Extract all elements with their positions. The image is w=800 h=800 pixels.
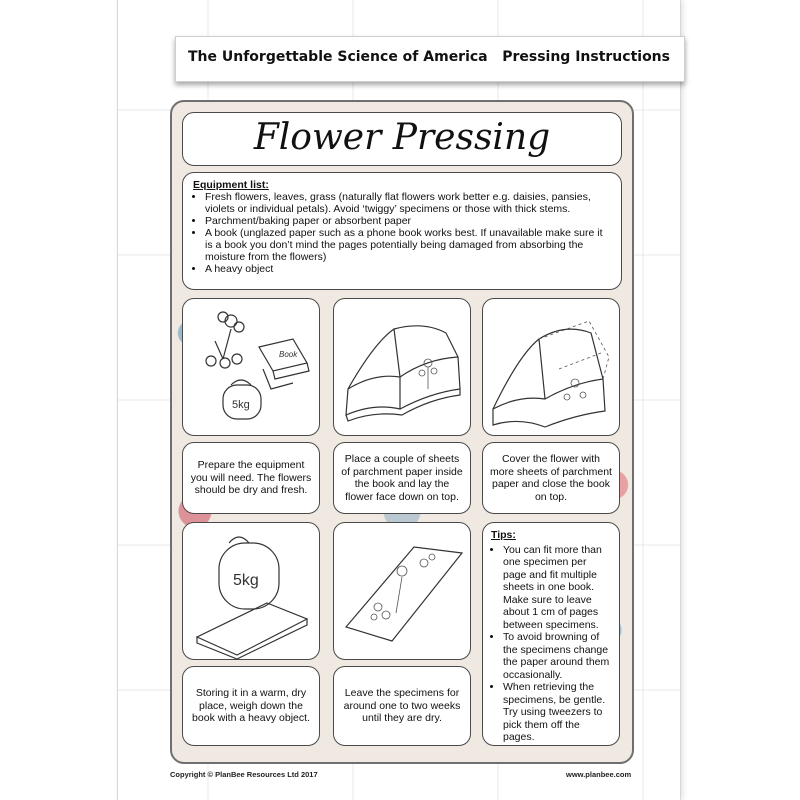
step-3-caption-box: Cover the flower with more sheets of par…	[482, 442, 620, 514]
tips-box: Tips: You can fit more than one specimen…	[482, 522, 620, 746]
page-title: Flower Pressing	[253, 117, 551, 158]
step-3-image-box	[482, 298, 620, 436]
equipment-list-box: Equipment list: Fresh flowers, leaves, g…	[182, 172, 622, 290]
equipment-heading: Equipment list:	[193, 179, 269, 191]
pressed-flowers-illustration	[344, 546, 464, 642]
open-book-with-flower-illustration	[345, 325, 461, 422]
copyright-text: Copyright © PlanBee Resources Ltd 2017	[170, 770, 318, 779]
closing-book-illustration	[492, 320, 610, 428]
step-4-caption: Storing it in a warm, dry place, weigh d…	[192, 687, 310, 725]
weight-label: 5kg	[233, 572, 259, 589]
step-2-caption: Place a couple of sheets of parchment pa…	[341, 453, 463, 503]
step-4-image-box: 5kg	[182, 522, 320, 660]
step-5-caption: Leave the specimens for around one to tw…	[343, 687, 461, 725]
weighted-book-illustration: 5kg	[195, 536, 309, 660]
tip-item: When retrieving the specimens, be gentle…	[503, 681, 611, 744]
equipment-item: Parchment/baking paper or absorbent pape…	[205, 215, 611, 227]
page-header: The Unforgettable Science of America Pre…	[175, 36, 685, 82]
tip-item: You can fit more than one specimen per p…	[503, 544, 611, 632]
step-2-image-box	[333, 298, 471, 436]
website-text: www.planbee.com	[566, 770, 632, 779]
tip-item: To avoid browning of the specimens chang…	[503, 631, 611, 681]
book-label: Book	[279, 350, 298, 359]
step-4-caption-box: Storing it in a warm, dry place, weigh d…	[182, 666, 320, 746]
equipment-list: Fresh flowers, leaves, grass (naturally …	[193, 191, 611, 275]
equipment-item: A book (unglazed paper such as a phone b…	[205, 227, 611, 263]
step-3-caption: Cover the flower with more sheets of par…	[490, 453, 612, 503]
step-2-caption-box: Place a couple of sheets of parchment pa…	[333, 442, 471, 514]
step-1-caption-box: Prepare the equipment you will need. The…	[182, 442, 320, 514]
step-1-image-box: Book 5kg	[182, 298, 320, 436]
equipment-item: Fresh flowers, leaves, grass (naturally …	[205, 191, 611, 215]
header-left-title: The Unforgettable Science of America	[188, 49, 488, 65]
tips-heading: Tips:	[491, 529, 516, 541]
content-panel: Flower Pressing Equipment list: Fresh fl…	[170, 100, 634, 764]
step-5-image-box	[333, 522, 471, 660]
weight-label: 5kg	[232, 399, 250, 411]
step-5-caption-box: Leave the specimens for around one to tw…	[333, 666, 471, 746]
header-right-title: Pressing Instructions	[502, 49, 670, 65]
worksheet-page: The Unforgettable Science of America Pre…	[118, 0, 685, 800]
step-1-caption: Prepare the equipment you will need. The…	[190, 459, 312, 497]
equipment-illustration: Book 5kg	[205, 311, 310, 420]
equipment-item: A heavy object	[205, 263, 611, 275]
tips-list: You can fit more than one specimen per p…	[491, 544, 611, 744]
title-box: Flower Pressing	[182, 112, 622, 166]
